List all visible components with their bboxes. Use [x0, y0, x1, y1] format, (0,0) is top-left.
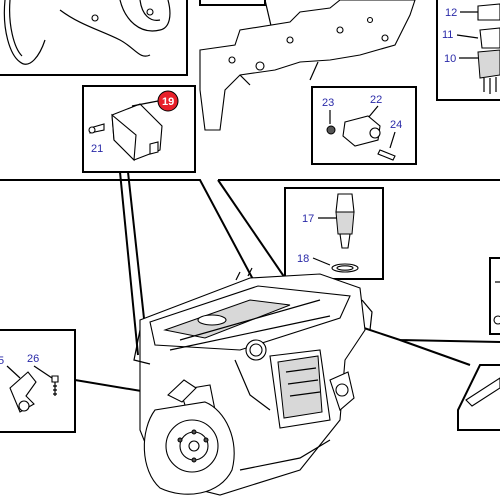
callout-10: 10 [444, 53, 456, 65]
inset-relay-box: 12 11 10 [436, 0, 500, 101]
inset-pressure-sensor: 23 22 24 [311, 86, 417, 165]
callout-11: 11 [442, 29, 453, 41]
callout-21: 21 [91, 143, 103, 155]
callout-26: 26 [27, 353, 39, 365]
engine-illustration [133, 267, 373, 496]
inset-control-module: 19 21 [82, 85, 196, 173]
callout-5: 5 [0, 355, 4, 367]
callout-18: 18 [297, 253, 309, 265]
callout-22: 22 [370, 94, 382, 106]
callout-23: 23 [322, 97, 334, 109]
inset-temp-sensor: 17 18 [284, 187, 384, 280]
inset-right-partial [457, 257, 500, 431]
callout-17: 17 [302, 213, 314, 225]
callout-24: 24 [390, 119, 402, 131]
inset-bracket [199, 0, 416, 131]
inset-wiring-harness [0, 0, 188, 76]
inset-crank-sensor: 5 26 [0, 329, 76, 433]
callout-19: 19 [162, 96, 174, 108]
callout-12: 12 [445, 7, 457, 19]
